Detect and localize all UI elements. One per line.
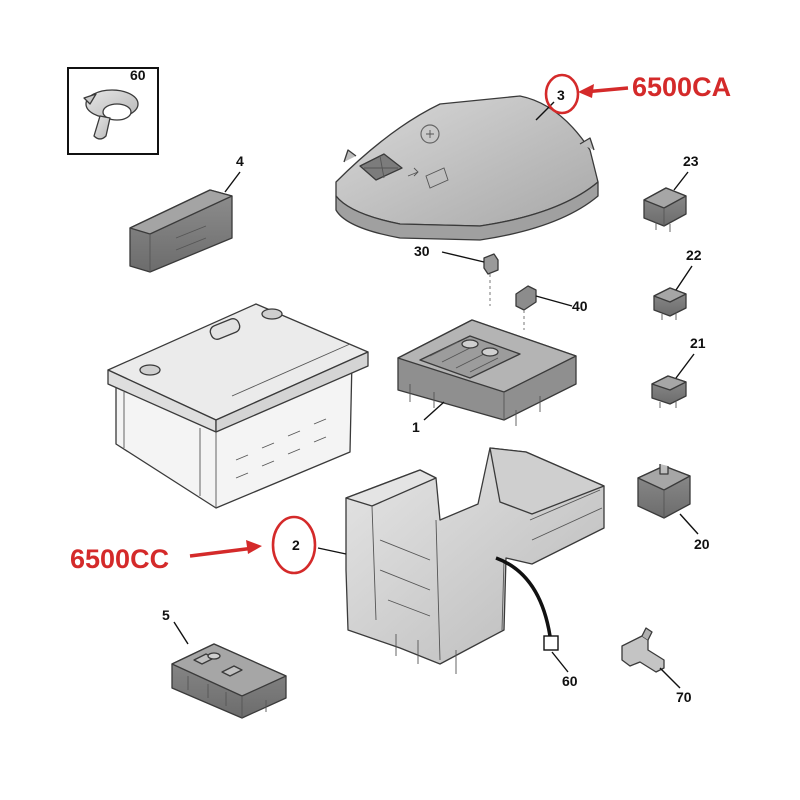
callout-40: 40 bbox=[572, 298, 588, 314]
leader-60 bbox=[551, 651, 569, 673]
leader-1 bbox=[423, 401, 445, 421]
leader-20 bbox=[679, 513, 699, 535]
highlight-circle-2 bbox=[271, 515, 317, 575]
relay-part-23[interactable] bbox=[643, 187, 687, 232]
tray-part-2[interactable] bbox=[345, 447, 605, 674]
part-code-6500cc: 6500CC bbox=[70, 544, 169, 574]
highlight-circle-3 bbox=[544, 73, 580, 115]
battery[interactable] bbox=[107, 303, 369, 509]
leader-30 bbox=[441, 251, 485, 263]
callout-60-inset: 60 bbox=[130, 67, 146, 83]
callout-30: 30 bbox=[414, 243, 430, 259]
leader-21 bbox=[675, 353, 695, 379]
part-code-6500ca: 6500CA bbox=[632, 72, 731, 102]
block-part-5[interactable] bbox=[171, 643, 287, 719]
callout-60: 60 bbox=[562, 673, 578, 689]
fuse-part-40[interactable] bbox=[515, 285, 537, 311]
arrow-6500cc bbox=[189, 546, 255, 558]
callout-23: 23 bbox=[683, 153, 699, 169]
leader-40 bbox=[535, 295, 573, 307]
relay-part-22[interactable] bbox=[653, 287, 687, 320]
relay-part-21[interactable] bbox=[651, 375, 687, 408]
callout-3: 3 bbox=[557, 87, 565, 103]
arrow-head-6500cc bbox=[246, 540, 262, 554]
callout-70: 70 bbox=[676, 689, 692, 705]
callout-22: 22 bbox=[686, 247, 702, 263]
battery-terminal-icon bbox=[139, 308, 283, 376]
bracket-part-70[interactable] bbox=[621, 627, 665, 673]
fuse-part-30[interactable] bbox=[483, 253, 499, 275]
relay-part-20[interactable] bbox=[637, 464, 691, 519]
callout-20: 20 bbox=[694, 536, 710, 552]
cable-clip-part-60[interactable] bbox=[495, 556, 559, 651]
arrow-head-6500ca bbox=[578, 84, 594, 98]
module-part-4[interactable] bbox=[129, 189, 233, 273]
leader-3 bbox=[535, 101, 555, 121]
callout-2: 2 bbox=[292, 537, 300, 553]
leader-2 bbox=[317, 547, 347, 555]
inset-screw-box: 60 bbox=[67, 67, 159, 155]
screw-icon bbox=[83, 89, 139, 140]
callout-21: 21 bbox=[690, 335, 706, 351]
callout-1: 1 bbox=[412, 419, 420, 435]
cover-part-3[interactable] bbox=[335, 95, 599, 241]
fusebox-part-1[interactable] bbox=[397, 319, 577, 426]
leader-4 bbox=[224, 171, 241, 193]
leader-5 bbox=[173, 621, 189, 645]
leader-22 bbox=[675, 265, 693, 291]
callout-5: 5 bbox=[162, 607, 170, 623]
leader-23 bbox=[673, 171, 689, 191]
leader-70 bbox=[659, 667, 681, 689]
callout-4: 4 bbox=[236, 153, 244, 169]
